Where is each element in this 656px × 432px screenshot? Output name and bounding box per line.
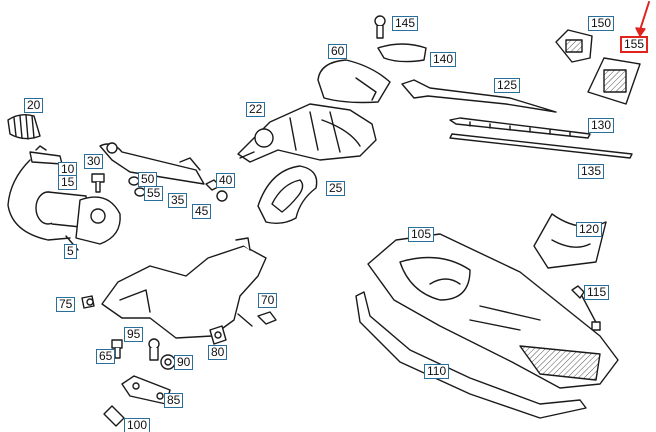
callout-90[interactable]: 90	[174, 355, 194, 370]
callout-40[interactable]: 40	[216, 173, 236, 188]
nut-part-90	[160, 354, 176, 370]
wiper-motor-part-5	[35, 191, 121, 251]
callout-65[interactable]: 65	[96, 349, 116, 364]
cover-plate-part-155	[587, 57, 641, 105]
fitting-part-70	[257, 311, 277, 325]
rubber-boot-part-20	[7, 113, 41, 140]
washer-part-100	[103, 405, 125, 427]
trim-cover-part-25	[257, 165, 318, 225]
callout-22[interactable]: 22	[246, 102, 266, 117]
callout-45[interactable]: 45	[192, 204, 212, 219]
callout-55[interactable]: 55	[144, 186, 164, 201]
cowl-bracket	[101, 237, 267, 339]
callout-125[interactable]: 125	[494, 78, 521, 93]
callout-145[interactable]: 145	[392, 16, 419, 31]
wiper-arm-assembly-part-22	[237, 103, 377, 163]
wiper-arm-part-125	[401, 79, 557, 113]
callout-60[interactable]: 60	[328, 44, 348, 59]
callout-5[interactable]: 5	[64, 244, 77, 259]
callout-95[interactable]: 95	[124, 327, 144, 342]
pad-part-140	[377, 43, 427, 63]
wiper-blade-part-130	[449, 117, 591, 139]
callout-100[interactable]: 100	[124, 418, 151, 432]
callout-85[interactable]: 85	[164, 393, 184, 408]
grommet-part-75	[81, 295, 95, 309]
cover-part-60	[317, 59, 391, 104]
seal-strip-part-110	[355, 291, 587, 419]
bolt-part-30	[91, 173, 105, 193]
callout-15[interactable]: 15	[58, 175, 78, 190]
callout-115[interactable]: 115	[584, 285, 610, 300]
callout-155-selected[interactable]: 155	[620, 36, 649, 53]
callout-140[interactable]: 140	[430, 52, 457, 67]
callout-120[interactable]: 120	[576, 222, 603, 237]
callout-20[interactable]: 20	[24, 98, 44, 113]
bolt-part-65	[111, 339, 123, 359]
screw-part-95	[148, 338, 160, 361]
bracket-plate-part-85	[121, 375, 171, 405]
washer-nozzle-part-150	[555, 29, 593, 63]
callout-50[interactable]: 50	[138, 172, 158, 187]
wiper-rubber-part-135	[449, 133, 633, 159]
selection-arrow	[635, 1, 650, 37]
nut-part-80	[209, 325, 227, 345]
callout-130[interactable]: 130	[588, 118, 615, 133]
callout-80[interactable]: 80	[208, 345, 228, 360]
callout-150[interactable]: 150	[588, 16, 615, 31]
plenum-panel-part-105	[367, 233, 619, 389]
callout-105[interactable]: 105	[408, 227, 435, 242]
callout-35[interactable]: 35	[168, 193, 188, 208]
callout-75[interactable]: 75	[56, 297, 76, 312]
screw-part-145	[374, 15, 386, 39]
callout-70[interactable]: 70	[258, 293, 278, 308]
callout-25[interactable]: 25	[326, 181, 346, 196]
callout-110[interactable]: 110	[424, 364, 450, 379]
callout-30[interactable]: 30	[84, 154, 104, 169]
callout-135[interactable]: 135	[578, 164, 605, 179]
wiper-linkage-part-35	[99, 142, 205, 185]
